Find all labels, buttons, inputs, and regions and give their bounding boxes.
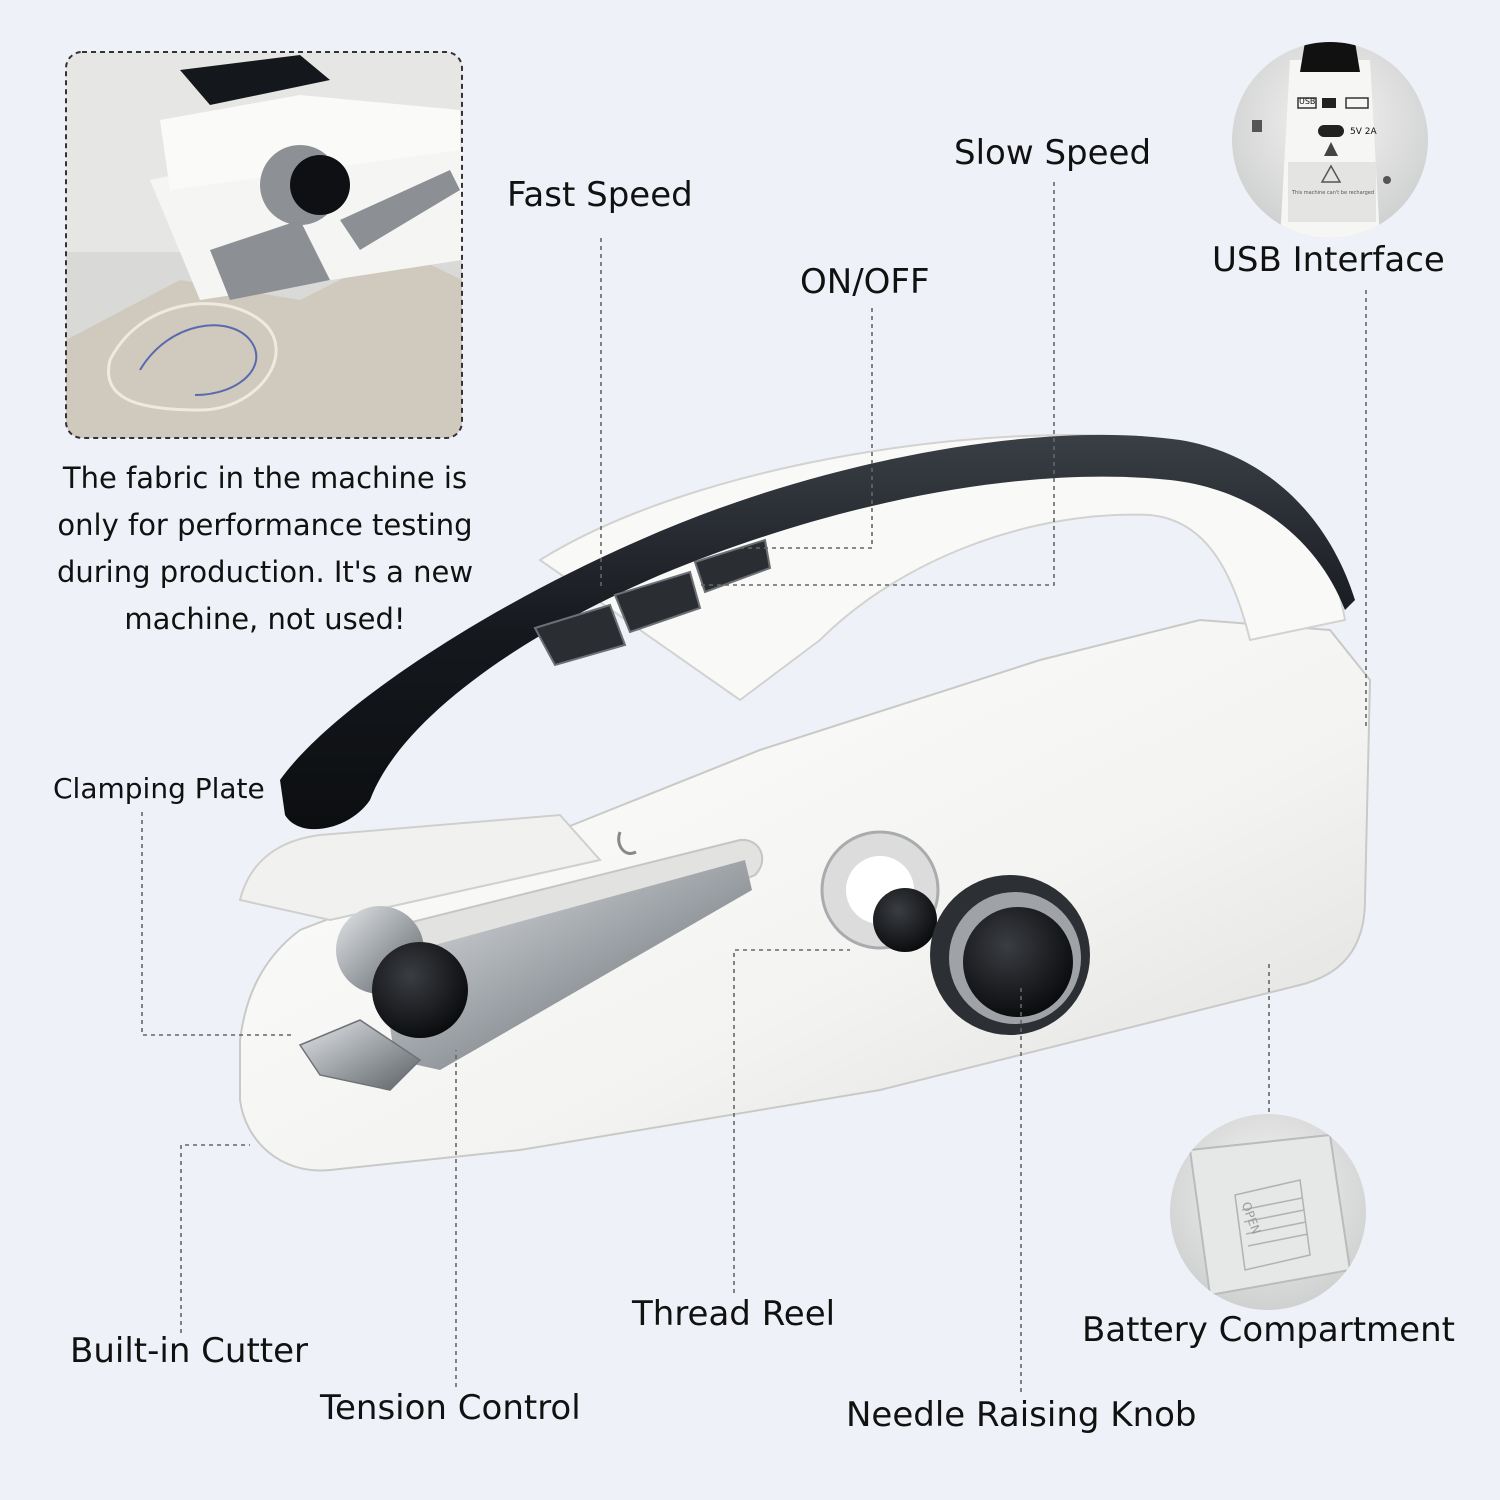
label-slow-speed: Slow Speed [954,133,1152,173]
leader-clamping-plate [141,812,295,1036]
label-fast-speed: Fast Speed [507,175,693,215]
note-line: machine, not used! [124,602,406,636]
usb-interface-closeup [1232,42,1428,238]
label-thread-reel: Thread Reel [632,1294,836,1334]
usb-warning-text: This machine can't be recharged [1292,190,1375,196]
inset-photo [65,51,463,439]
label-battery-compartment: Battery Compartment [1082,1310,1455,1350]
leader-thread-reel [733,949,850,1293]
label-clamping-plate: Clamping Plate [53,772,265,805]
leader-built-in-cutter [180,1144,250,1333]
note-line: only for performance testing [57,508,473,542]
sewing-machine-body [238,434,1372,1172]
leader-slow-speed [700,182,1055,586]
inset-note: The fabric in the machine is only for pe… [40,455,490,643]
usb-spec-text: 5V 2A [1350,127,1377,137]
leader-on-off [740,308,873,549]
label-built-in-cutter: Built-in Cutter [70,1331,309,1371]
note-line: during production. It's a new [56,555,474,589]
label-tension-control: Tension Control [320,1388,581,1428]
usb-tag-text: USB [1299,97,1316,106]
label-needle-raising-knob: Needle Raising Knob [846,1395,1197,1435]
battery-compartment-closeup [1170,1114,1366,1310]
leader-lines [141,182,1367,1392]
label-on-off: ON/OFF [800,262,930,302]
note-line: The fabric in the machine is [62,461,468,495]
label-usb-interface: USB Interface [1212,240,1445,280]
